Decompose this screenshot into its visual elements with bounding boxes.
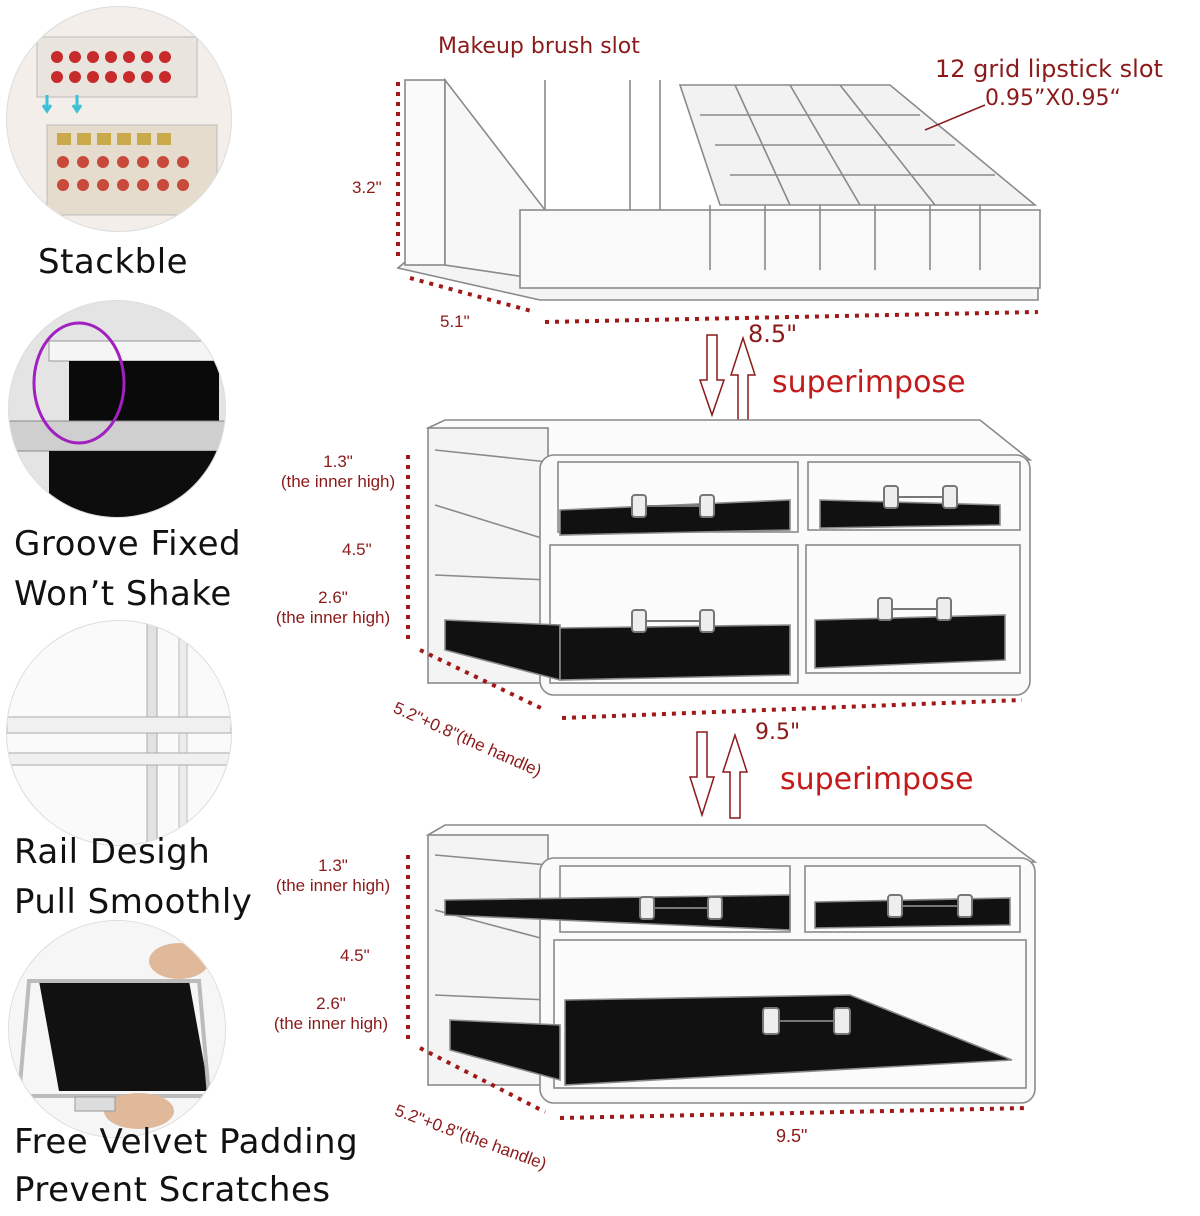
velvet-photo — [8, 920, 226, 1138]
lipstick-grid — [678, 84, 1038, 270]
superimpose-label-2: superimpose — [780, 762, 974, 797]
feature-label-groove-2: Won’t Shake — [14, 574, 232, 614]
groove-photo — [8, 300, 226, 518]
lipstick-organizer — [396, 77, 1041, 301]
velvet-illustration — [9, 921, 225, 1137]
rail-illustration — [7, 621, 231, 845]
rail-photo — [6, 620, 232, 846]
feature-label-rail-1: Rail Desigh — [14, 832, 211, 872]
lipstick-slot-size: 0.95”X0.95“ — [985, 86, 1121, 111]
middle-total-height: 4.5" — [342, 540, 372, 559]
middle-handles — [631, 485, 958, 633]
feature-label-rail-2: Pull Smoothly — [14, 882, 253, 922]
superimpose-label-1: superimpose — [772, 365, 966, 400]
stackable-photo — [6, 6, 232, 232]
feature-label-stackable: Stackble — [38, 242, 189, 282]
middle-width-label: 9.5" — [755, 720, 801, 745]
middle-top-drawer-height: 1.3"(the inner high) — [280, 452, 396, 491]
top-width-label: 8.5" — [748, 320, 798, 348]
bottom-handles — [639, 894, 973, 1035]
middle-drawer-unit — [425, 419, 1033, 696]
bottom-bottom-drawer-height: 2.6"(the inner high) — [273, 994, 389, 1033]
brush-slot-label: Makeup brush slot — [438, 34, 640, 59]
feature-label-groove-1: Groove Fixed — [14, 524, 242, 564]
bottom-total-height: 4.5" — [340, 946, 370, 965]
top-height-label: 3.2" — [352, 178, 382, 197]
stackable-illustration — [36, 36, 218, 216]
feature-label-velvet-1: Free Velvet Padding — [14, 1122, 359, 1162]
top-depth-label: 5.1" — [440, 312, 470, 331]
middle-bottom-drawer-height: 2.6"(the inner high) — [275, 588, 391, 627]
lipstick-slot-label: 12 grid lipstick slot — [935, 55, 1163, 83]
groove-illustration — [9, 301, 225, 517]
bottom-top-drawer-height: 1.3"(the inner high) — [275, 856, 391, 895]
bottom-width-label: 9.5" — [776, 1126, 808, 1146]
bottom-drawer-unit — [425, 824, 1038, 1104]
